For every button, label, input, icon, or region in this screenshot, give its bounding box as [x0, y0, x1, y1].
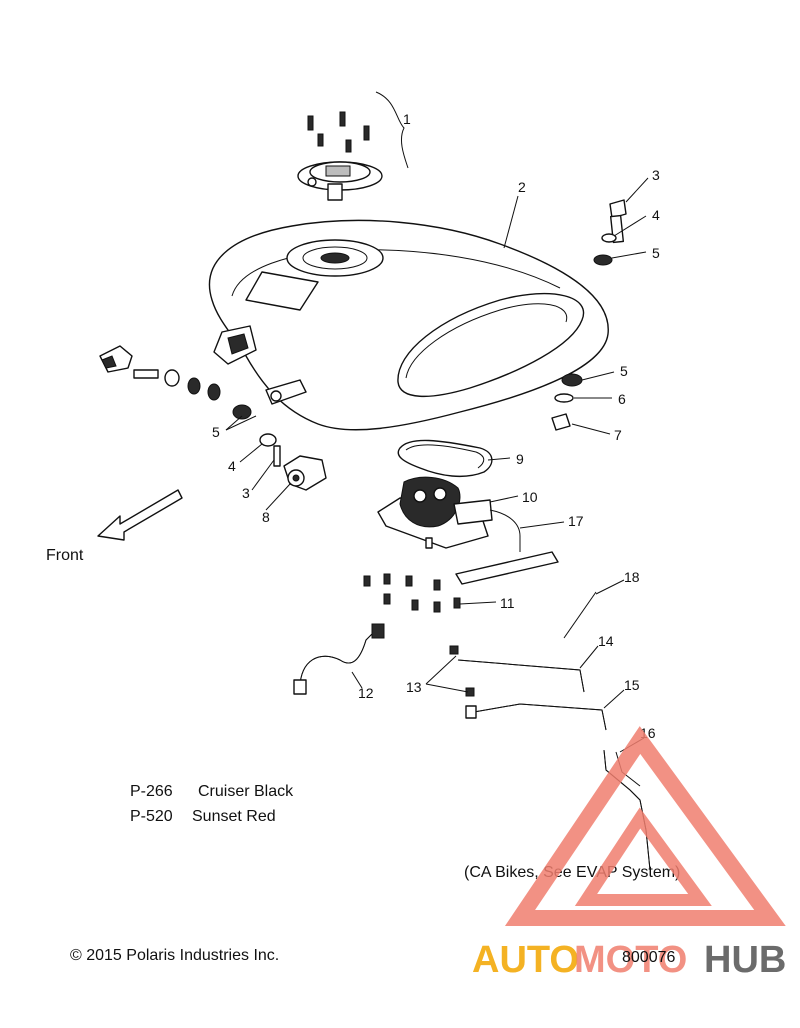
ca-bikes-note: (CA Bikes, See EVAP System): [464, 864, 680, 881]
callout-4: 4: [652, 207, 660, 223]
callout-8: 8: [262, 509, 270, 525]
callout-7: 7: [614, 427, 622, 443]
callout-12: 12: [358, 685, 374, 701]
pump-gasket: [397, 439, 493, 477]
callout-10: 10: [522, 489, 538, 505]
callout-14: 14: [598, 633, 614, 649]
callout-13: 13: [406, 679, 422, 695]
figure-number: 800076: [622, 949, 675, 966]
front-direction-arrow: [97, 489, 183, 541]
fuel-pump: [377, 476, 493, 549]
mount-hardware-lower-left: [232, 404, 327, 491]
fuel-hose: [455, 509, 559, 585]
pump-screws: [363, 573, 461, 613]
fuel-cap-assembly: [297, 111, 383, 201]
callout-11: 11: [500, 595, 515, 611]
mount-hardware-left: [99, 345, 221, 401]
watermark-text-hub: HUB: [704, 939, 786, 981]
color-code: P-520: [130, 808, 173, 825]
mount-hardware-right: [593, 199, 627, 266]
callout-17: 17: [568, 513, 584, 529]
callout-2: 2: [518, 179, 526, 195]
callout-labels: 1 2 3 4 5 5 6 7 5 4 3 8 9 10 17 18 11 14…: [212, 111, 660, 741]
color-codes: P-266 Cruiser Black P-520 Sunset Red: [130, 783, 294, 825]
callout-4: 4: [228, 458, 236, 474]
watermark-triangle-inner: [574, 807, 712, 906]
callout-5: 5: [212, 424, 220, 440]
vent-tubes: [449, 645, 607, 731]
copyright-notice: © 2015 Polaris Industries Inc.: [70, 947, 279, 964]
watermark-triangle-outer: [504, 726, 786, 926]
watermark-text-auto: AUTO: [472, 939, 579, 981]
callout-5: 5: [652, 245, 660, 261]
front-label: Front: [46, 547, 84, 564]
fuel-line: [293, 623, 385, 695]
color-name: Cruiser Black: [198, 783, 294, 800]
fuel-tank: [208, 219, 609, 431]
watermark-text-moto: MOTO: [574, 939, 687, 981]
callout-6: 6: [618, 391, 626, 407]
leader-lines: [225, 91, 649, 753]
callout-5: 5: [620, 363, 628, 379]
callout-3: 3: [242, 485, 250, 501]
mount-hardware-right-lower: [551, 373, 583, 431]
vent-rod: [563, 591, 597, 639]
callout-15: 15: [624, 677, 640, 693]
callout-1: 1: [403, 111, 411, 127]
watermark-logo: AUTO MOTO HUB: [472, 726, 786, 981]
callout-9: 9: [516, 451, 524, 467]
color-code: P-266: [130, 783, 173, 800]
callout-3: 3: [652, 167, 660, 183]
callout-18: 18: [624, 569, 640, 585]
color-name: Sunset Red: [192, 808, 276, 825]
